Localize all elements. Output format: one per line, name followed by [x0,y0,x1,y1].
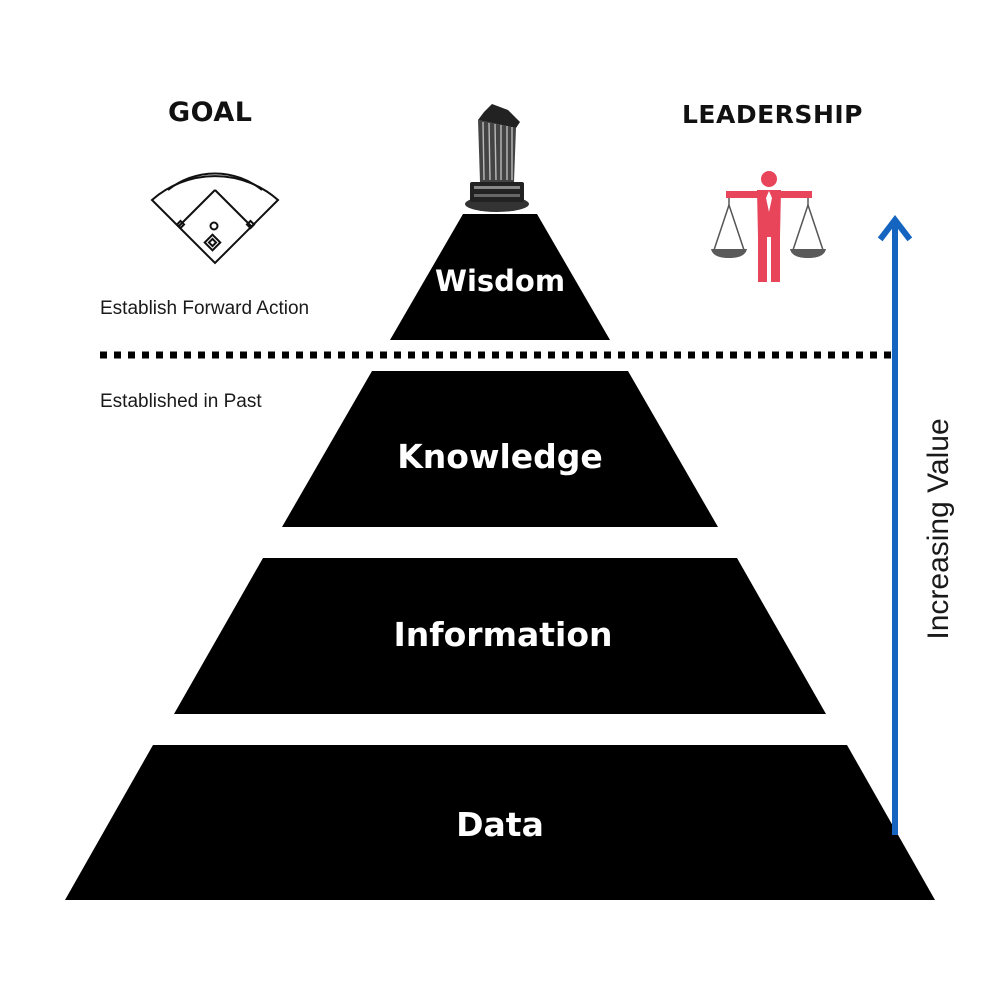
leader-scales-icon [711,171,826,282]
forward-action-note: Establish Forward Action [100,298,310,319]
tier-label-wisdom: Wisdom [435,264,565,298]
trophy-icon [465,104,529,212]
past-note: Established in Past [100,391,262,412]
value-arrow-head [877,215,913,242]
goal-heading: GOAL [168,97,253,128]
tier-wisdom [390,214,610,340]
value-axis-label: Increasing Value [922,418,955,639]
tier-knowledge [282,371,718,527]
baseball-diamond-icon [150,172,280,265]
tier-label-information: Information [394,615,613,654]
leadership-heading: LEADERSHIP [682,100,863,129]
tier-label-knowledge: Knowledge [397,437,603,476]
tier-label-data: Data [456,805,544,844]
tier-information [174,558,826,714]
tier-data [65,745,935,900]
